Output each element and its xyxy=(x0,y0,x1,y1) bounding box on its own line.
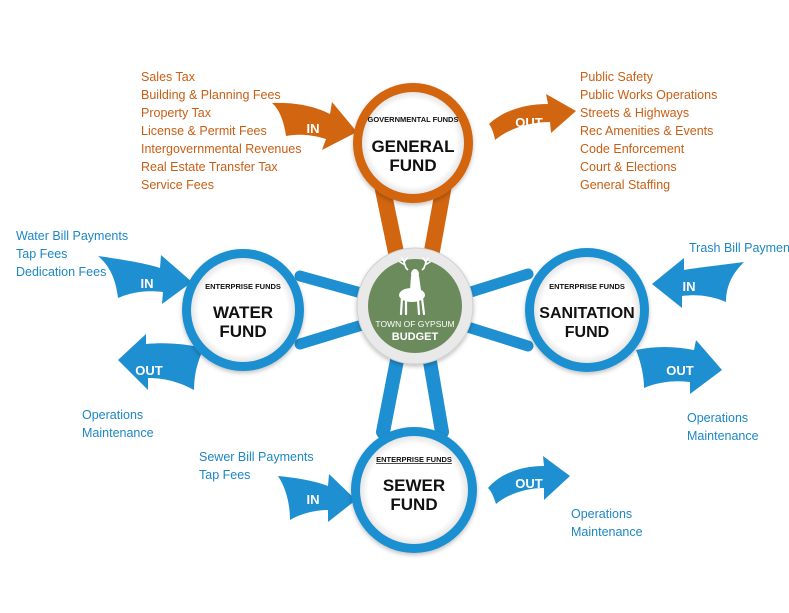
water-out-label: OUT xyxy=(135,363,163,378)
center-subtitle: TOWN OF GYPSUM xyxy=(375,319,454,329)
water-fund-title-line2: FUND xyxy=(219,322,266,341)
sanitation-fund-category: ENTERPRISE FUNDS xyxy=(549,282,625,291)
water-fund-inputs-list: Water Bill Payments Tap Fees Dedication … xyxy=(16,227,128,281)
sewer-fund-title-line1: SEWER xyxy=(383,476,445,495)
general-in-arrow xyxy=(272,102,357,150)
general-connector xyxy=(374,177,452,270)
water-out-arrow xyxy=(118,334,204,390)
list-item: License & Permit Fees xyxy=(141,124,267,138)
sewer-fund-node: ENTERPRISE FUNDS SEWER FUND xyxy=(351,427,477,553)
general-fund-node: GOVERNMENTAL FUNDS GENERAL FUND xyxy=(353,83,473,203)
sewer-fund-outputs-list: Operations Maintenance xyxy=(571,505,643,541)
list-item: Intergovernmental Revenues xyxy=(141,142,302,156)
water-fund-outputs-list: Operations Maintenance xyxy=(82,406,154,442)
general-in-label: IN xyxy=(307,121,320,136)
list-item: Trash Bill Payments xyxy=(689,241,789,255)
sewer-fund-title-line2: FUND xyxy=(390,495,437,514)
sanitation-fund-inputs-list: Trash Bill Payments xyxy=(689,239,789,257)
general-out-arrow xyxy=(489,94,576,140)
water-fund-category: ENTERPRISE FUNDS xyxy=(205,282,281,291)
general-fund-title-line1: GENERAL xyxy=(371,137,454,156)
sanitation-fund-outputs-list: Operations Maintenance xyxy=(687,409,759,445)
sewer-out-arrow xyxy=(488,456,570,504)
center-title: BUDGET xyxy=(392,331,439,343)
list-item: Tap Fees xyxy=(199,468,251,482)
sewer-fund-inputs-list: Sewer Bill Payments Tap Fees xyxy=(199,448,314,484)
list-item: Property Tax xyxy=(141,106,211,120)
sewer-fund-category: ENTERPRISE FUNDS xyxy=(376,455,452,464)
list-item: Tap Fees xyxy=(16,247,68,261)
list-item: Real Estate Transfer Tax xyxy=(141,160,278,174)
general-fund-category: GOVERNMENTAL FUNDS xyxy=(368,115,459,124)
general-fund-inputs-list: Sales Tax Building & Planning Fees Prope… xyxy=(141,68,302,194)
list-item: Operations xyxy=(82,408,144,422)
water-fund-node: ENTERPRISE FUNDS WATER FUND xyxy=(182,249,304,371)
sewer-out-label: OUT xyxy=(515,476,543,491)
list-item: Public Safety xyxy=(580,70,653,84)
sanitation-out-arrow xyxy=(636,340,722,394)
sanitation-fund-title-line1: SANITATION xyxy=(539,305,634,322)
general-out-label: OUT xyxy=(515,115,543,130)
list-item: Operations xyxy=(687,411,749,425)
water-fund-title-line1: WATER xyxy=(213,303,273,322)
list-item: Maintenance xyxy=(82,426,154,440)
list-item: Maintenance xyxy=(687,429,759,443)
list-item: Sales Tax xyxy=(141,70,195,84)
sanitation-out-label: OUT xyxy=(666,363,694,378)
general-fund-outputs-list: Public Safety Public Works Operations St… xyxy=(580,68,717,194)
list-item: Rec Amenities & Events xyxy=(580,124,714,138)
general-fund-title-line2: FUND xyxy=(389,156,436,175)
water-in-arrow xyxy=(98,255,192,304)
center-budget-node: TOWN OF GYPSUM BUDGET xyxy=(356,247,474,365)
list-item: General Staffing xyxy=(580,178,671,192)
sanitation-in-arrow xyxy=(652,258,744,308)
sanitation-fund-title-line2: FUND xyxy=(565,324,609,341)
list-item: Service Fees xyxy=(141,178,214,192)
list-item: Dedication Fees xyxy=(16,265,107,279)
list-item: Sewer Bill Payments xyxy=(199,450,314,464)
sanitation-in-label: IN xyxy=(683,279,696,294)
list-item: Code Enforcement xyxy=(580,142,685,156)
list-item: Operations xyxy=(571,507,633,521)
deer-icon xyxy=(399,257,431,316)
list-item: Public Works Operations xyxy=(580,88,718,102)
water-in-label: IN xyxy=(141,276,154,291)
sanitation-fund-node: ENTERPRISE FUNDS SANITATION FUND xyxy=(525,248,649,372)
sewer-in-arrow xyxy=(278,474,356,522)
list-item: Building & Planning Fees xyxy=(141,88,281,102)
list-item: Maintenance xyxy=(571,525,643,539)
sewer-in-label: IN xyxy=(307,492,320,507)
list-item: Water Bill Payments xyxy=(16,229,129,243)
sewer-connector xyxy=(376,343,449,439)
list-item: Court & Elections xyxy=(580,160,677,174)
list-item: Streets & Highways xyxy=(580,106,690,120)
